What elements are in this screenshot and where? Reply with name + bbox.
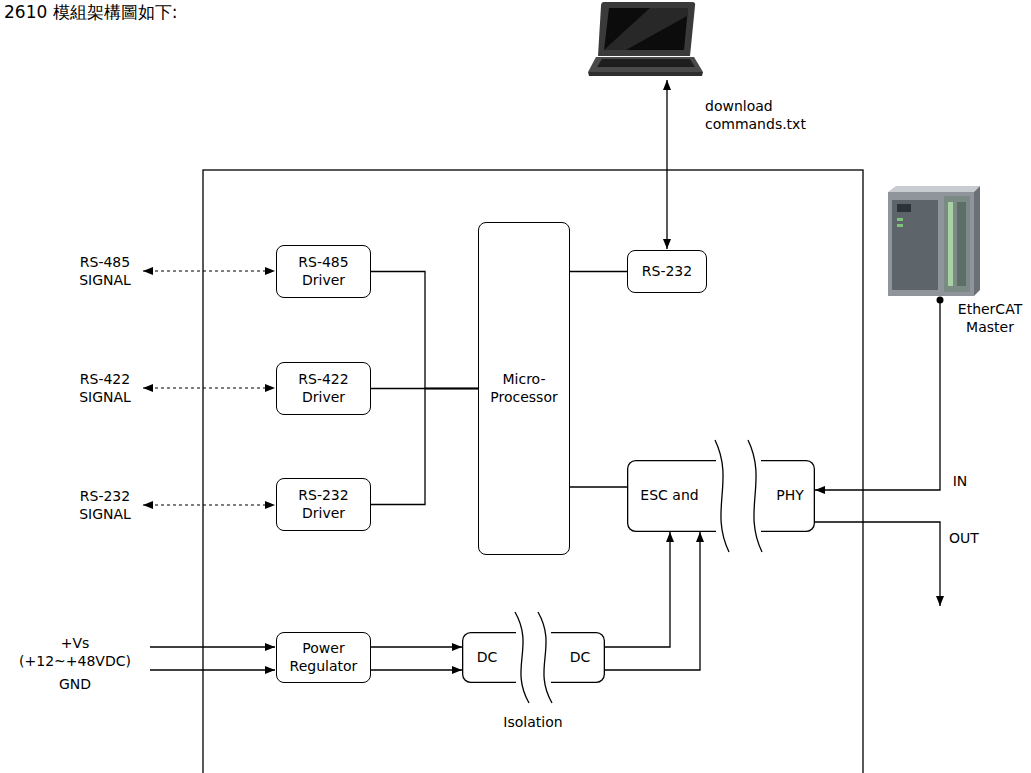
box-text: RS-485 Driver xyxy=(277,254,370,289)
ground-label: GND xyxy=(59,675,91,693)
plc-led xyxy=(897,224,903,227)
power-input-arrow xyxy=(150,669,275,670)
driver-box: RS-232 Driver xyxy=(276,478,371,531)
isolation-curve xyxy=(715,440,729,552)
box-text: ESC and xyxy=(627,487,712,505)
plc-led xyxy=(897,218,903,221)
box-text: Micro-Processor xyxy=(479,371,569,406)
box-text: RS-232 Driver xyxy=(277,487,370,522)
isolation-curve xyxy=(515,612,529,703)
box-text: DC xyxy=(555,649,605,667)
signal-arrow xyxy=(143,387,275,388)
port-box: RS-232 xyxy=(627,250,707,293)
master-label-holder: EtherCAT Master xyxy=(958,300,1022,336)
driver-box: RS-485 Driver xyxy=(276,245,371,298)
power-input-arrow xyxy=(150,646,275,647)
isolation-label-holder: Isolation xyxy=(503,713,562,731)
download-arrow xyxy=(666,80,667,249)
signal-label-holder: RS-422 SIGNAL xyxy=(79,370,131,406)
box-text: DC xyxy=(462,649,512,667)
port-label-holder: IN xyxy=(953,472,968,490)
heading-text: 2610 模組架構圖如下: xyxy=(4,1,177,23)
isolation-curve xyxy=(748,440,762,552)
signal-arrow xyxy=(143,270,275,271)
ground-label-holder: GND xyxy=(59,675,91,693)
driver-box: RS-422 Driver xyxy=(276,362,371,415)
signal-arrow xyxy=(143,504,275,505)
plc-top xyxy=(888,186,980,192)
signal-label: RS-485 SIGNAL xyxy=(79,253,131,289)
plc-cpu-panel xyxy=(892,200,938,290)
power-label: +Vs (+12~+48VDC) xyxy=(19,634,131,670)
plc-slot xyxy=(897,204,911,212)
laptop-screen xyxy=(604,8,688,50)
plc-body xyxy=(888,192,974,296)
plc-illustration xyxy=(888,186,980,304)
signal-label-holder: RS-485 SIGNAL xyxy=(79,253,131,289)
box-text: RS-232 xyxy=(638,263,696,281)
module-housing xyxy=(203,170,863,773)
bus-line xyxy=(371,389,478,505)
laptop-base xyxy=(588,57,703,72)
heading-text-holder: 2610 模組架構圖如下: xyxy=(4,1,177,23)
regulator-box: Power Regulator xyxy=(276,632,371,683)
plc-led-column xyxy=(948,202,953,286)
bus-line xyxy=(570,486,627,487)
ethercat-out-line xyxy=(815,522,940,606)
power-arrow xyxy=(605,532,700,670)
plc-side xyxy=(974,186,980,296)
power-arrow xyxy=(371,646,462,647)
bus-line xyxy=(371,272,478,389)
signal-label: RS-232 SIGNAL xyxy=(79,487,131,523)
screen-glare xyxy=(604,8,688,50)
box-text: PHY xyxy=(765,487,815,505)
download-label-holder: download commands.txt xyxy=(705,97,817,133)
power-label-holder: +Vs (+12~+48VDC) xyxy=(19,634,131,670)
port-label-holder: OUT xyxy=(949,529,979,547)
isolation-curve xyxy=(538,612,552,703)
port-label: IN xyxy=(953,472,968,490)
laptop-edge xyxy=(588,72,703,76)
box-text: RS-422 Driver xyxy=(277,371,370,406)
plc-io-module xyxy=(944,196,970,292)
laptop-lid xyxy=(598,2,695,56)
port-label: OUT xyxy=(949,529,979,547)
processor-box: Micro-Processor xyxy=(478,222,570,555)
bus-line xyxy=(570,271,627,272)
master-label: EtherCAT Master xyxy=(958,300,1022,336)
laptop-illustration xyxy=(588,2,703,76)
download-label: download commands.txt xyxy=(705,97,817,133)
power-arrow xyxy=(605,532,670,647)
signal-label: RS-422 SIGNAL xyxy=(79,370,131,406)
ethercat-in-line xyxy=(815,300,940,490)
box-text: Power Regulator xyxy=(277,640,370,675)
power-arrow xyxy=(371,669,462,670)
isolation-label: Isolation xyxy=(503,713,562,731)
converter-box: DC DC xyxy=(462,632,605,683)
interface-box: ESC and PHY xyxy=(627,460,815,532)
plc-terminal xyxy=(957,202,966,286)
laptop-keyboard xyxy=(597,59,695,67)
signal-label-holder: RS-232 SIGNAL xyxy=(79,487,131,523)
